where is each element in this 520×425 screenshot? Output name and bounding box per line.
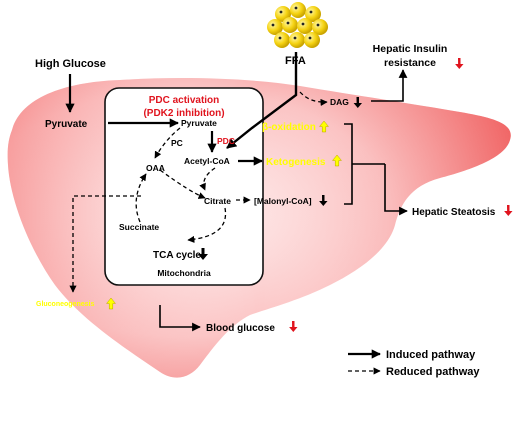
citrate-label: Citrate	[204, 196, 231, 206]
induced-pathway-arrows	[65, 52, 408, 359]
change-indicators	[105, 58, 513, 332]
pyruvate-inside-label: Pyruvate	[181, 118, 217, 128]
acetyl-coa-label: Acetyl-CoA	[184, 156, 230, 166]
insulin-resistance-down-arrow-icon	[455, 58, 464, 69]
insulin-resistance-line1: Hepatic Insulin	[373, 43, 448, 55]
pdc-label: PDC	[217, 136, 235, 146]
legend-reduced-label: Reduced pathway	[386, 366, 480, 378]
gluconeogenesis-up-arrow-icon	[105, 297, 117, 310]
malonyl-coa-down-arrow-icon	[319, 195, 328, 206]
mitochondria-title-line1: PDC activation	[149, 95, 220, 106]
hepatic-steatosis-label: Hepatic Steatosis	[412, 207, 496, 218]
tca-cycle-label: TCA cycle	[153, 250, 201, 261]
dag-down-arrow-icon	[353, 97, 362, 108]
ketogenesis-label: Ketogenesis	[266, 157, 326, 168]
ffa-label: FFA	[285, 55, 306, 67]
gluconeogenesis-label: Gluconeogenesis	[36, 301, 94, 308]
pyruvate-outside-label: Pyruvate	[45, 119, 88, 130]
ketogenesis-up-arrow-icon	[331, 154, 343, 167]
beta-oxidation-up-arrow-icon	[318, 120, 330, 133]
lipid-droplet-cluster-icon	[267, 2, 328, 48]
high-glucose-label: High Glucose	[35, 58, 106, 70]
blood-glucose-down-arrow-icon	[289, 321, 298, 332]
dag-label: DAG	[330, 97, 349, 107]
oaa-label: OAA	[146, 163, 165, 173]
reduced-pathway-arrows	[69, 91, 381, 375]
legend-induced-label: Induced pathway	[386, 349, 476, 361]
mitochondria-label: Mitochondria	[157, 268, 211, 278]
beta-oxidation-label: β-oxidation	[262, 122, 316, 133]
blood-glucose-label: Blood glucose	[206, 323, 275, 334]
steatosis-down-arrow-icon	[504, 205, 513, 216]
insulin-resistance-line2: resistance	[384, 57, 436, 69]
pc-label: PC	[171, 138, 183, 148]
mitochondria-title-line2: (PDK2 inhibition)	[143, 108, 224, 119]
tca-down-arrow-icon	[198, 248, 208, 260]
succinate-label: Succinate	[119, 222, 159, 232]
malonyl-coa-label: [Malonyl-CoA]	[254, 196, 312, 206]
